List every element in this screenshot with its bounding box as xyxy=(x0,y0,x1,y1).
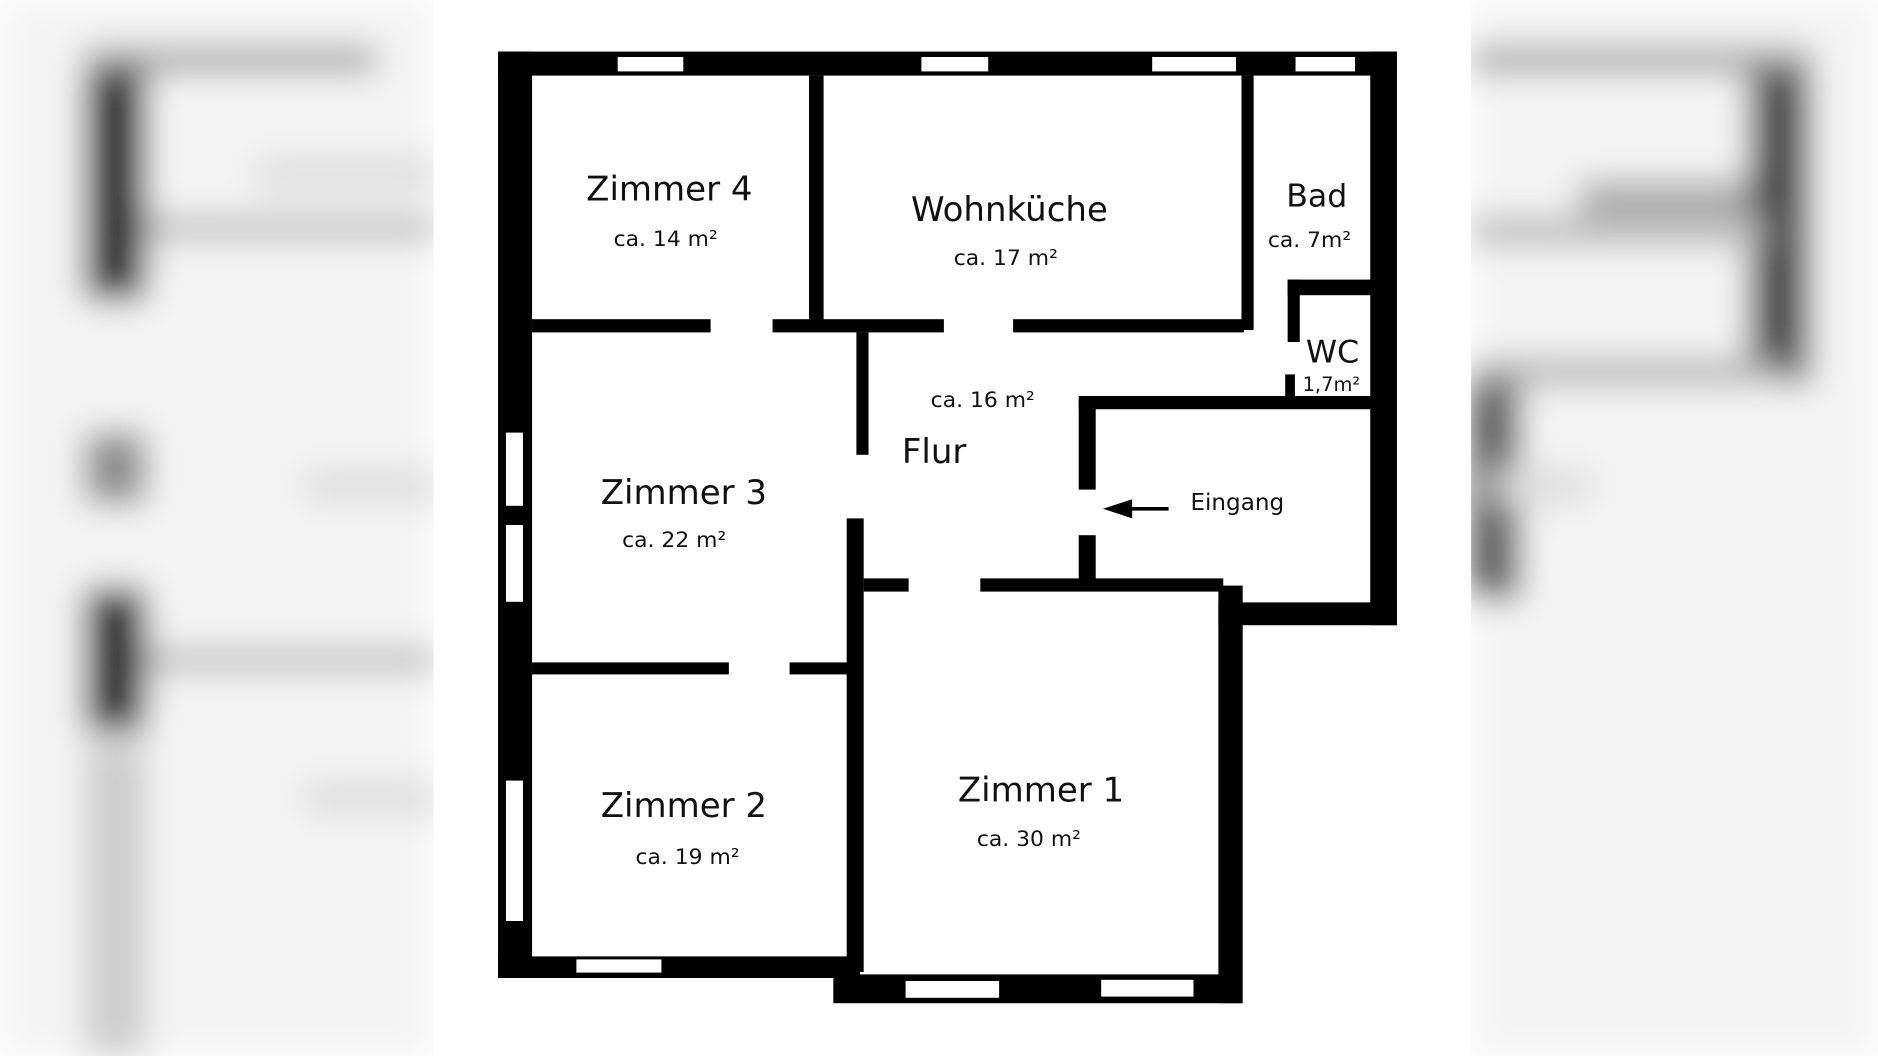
window xyxy=(616,55,685,73)
window xyxy=(504,779,525,923)
wall-bottom-eingang xyxy=(1218,602,1397,626)
wall-eingang-top xyxy=(1078,396,1383,410)
room-name-flur: Flur xyxy=(902,432,967,471)
wall-wk-bad xyxy=(1241,75,1254,330)
wall-z4-bottom-a xyxy=(532,319,711,333)
wall-wc-top xyxy=(1287,279,1373,296)
room-area-bad: ca. 7m² xyxy=(1268,228,1351,253)
room-name-zimmer-1: Zimmer 1 xyxy=(958,771,1124,810)
wall-z4-wk xyxy=(809,75,824,328)
room-area-wohnkueche: ca. 17 m² xyxy=(954,246,1058,271)
wall-z3-bottom-b xyxy=(789,662,851,675)
window xyxy=(575,958,663,974)
wall-bottom-left xyxy=(498,956,861,978)
wall-z4-bottom-b xyxy=(772,319,944,333)
wall-right-zimmer1 xyxy=(1218,585,1243,1004)
room-name-wohnkueche: Wohnküche xyxy=(911,190,1108,229)
room-area-zimmer-1: ca. 30 m² xyxy=(977,827,1081,852)
wall-z1-top-b xyxy=(980,578,1224,592)
window xyxy=(1294,55,1357,73)
room-name-zimmer-3: Zimmer 3 xyxy=(601,473,767,512)
window xyxy=(904,979,1001,999)
room-name-wc: WC xyxy=(1306,335,1359,371)
wall-right-outer xyxy=(1370,51,1397,626)
wall-wk-bottom xyxy=(1013,319,1244,333)
wall-z3-bottom-a xyxy=(532,662,729,675)
room-area-zimmer-2: ca. 19 m² xyxy=(635,845,739,870)
room-area-flur: ca. 16 m² xyxy=(931,388,1035,413)
room-name-zimmer-2: Zimmer 2 xyxy=(601,786,767,825)
blurred-left-panel xyxy=(0,0,438,1056)
wall-wc-stub xyxy=(1285,374,1295,399)
wall-flur-left-lower xyxy=(846,518,864,972)
window xyxy=(1099,978,1195,998)
wall-eingang-left-lower xyxy=(1078,535,1096,586)
entrance-label: Eingang xyxy=(1190,490,1284,516)
arrow-left-icon xyxy=(1102,499,1169,519)
room-area-zimmer-4: ca. 14 m² xyxy=(614,227,718,252)
room-name-bad: Bad xyxy=(1286,179,1347,215)
wall-z1-top-a xyxy=(863,578,909,592)
wall-eingang-left-upper xyxy=(1078,399,1096,490)
room-area-wc: 1,7m² xyxy=(1303,373,1361,396)
window xyxy=(1150,55,1238,73)
room-area-zimmer-3: ca. 22 m² xyxy=(622,528,726,553)
window xyxy=(920,55,990,73)
windows xyxy=(504,55,1357,999)
room-name-zimmer-4: Zimmer 4 xyxy=(586,170,752,209)
window xyxy=(504,523,525,603)
wall-wc-left xyxy=(1287,279,1300,342)
window xyxy=(504,431,525,507)
blurred-right-panel xyxy=(1471,0,1878,1056)
wall-flur-left-upper xyxy=(856,332,869,455)
